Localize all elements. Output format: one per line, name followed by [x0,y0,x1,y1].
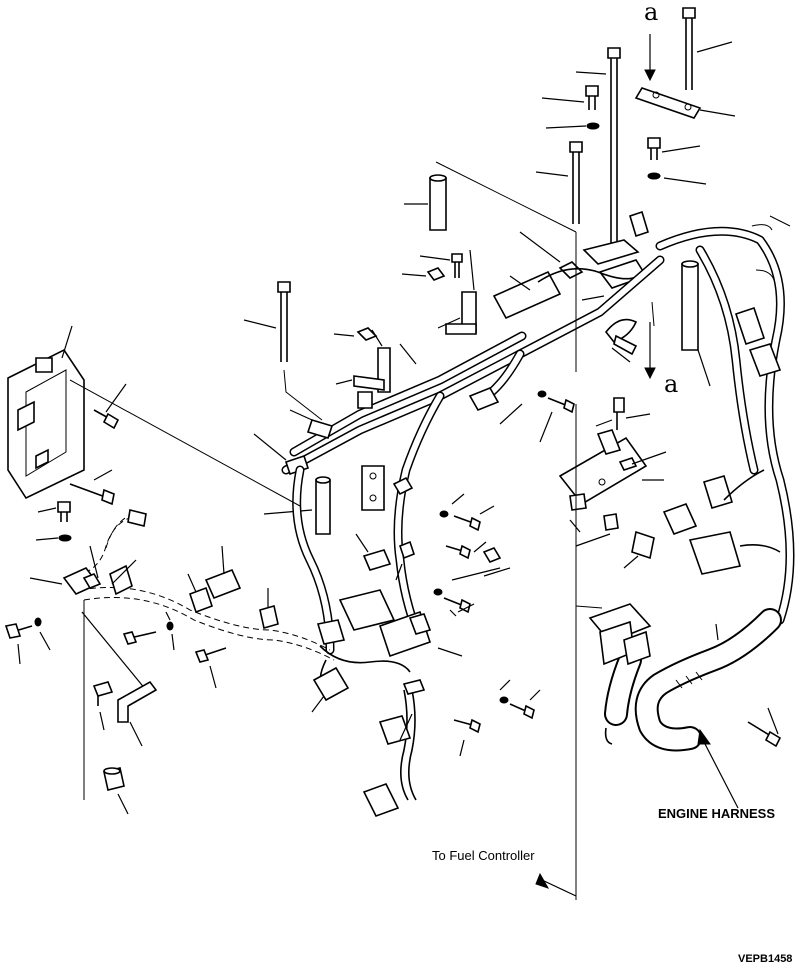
left-harness-loop [29,509,335,691]
bracket-clip-lower-left [92,680,158,747]
bolt-lower-right [715,623,782,748]
bolt-left-bracket [93,383,127,430]
right-connectors [662,306,782,575]
clip-left [109,559,137,596]
clip-bolt-upper [401,249,475,291]
bracket-plate-a [634,34,736,119]
spacer-tube-top [404,174,447,231]
callout-a-top: a [644,0,658,26]
bolt-washer-left-top [35,501,72,542]
bracket-center-tall [361,465,385,511]
harness-center-down [292,349,525,655]
bolts-center-stack [392,476,511,617]
line-to-a-mid [644,322,656,380]
lower-wire-to-connector [362,679,426,817]
l-bracket-upper [437,291,477,335]
bolt-small-right [647,137,707,185]
bolt-small-washer [541,85,600,130]
lower-center-assembly [311,533,463,713]
clip-and-spacer-mid-left [187,545,279,630]
tag-plate [492,270,562,320]
clip-bracket-center [253,409,334,476]
top-bolt-cluster [535,7,736,248]
engine-harness-thick [604,608,782,752]
spacer-tube-center [263,476,331,535]
bolt-horizontal-left [69,469,115,506]
drawing-code: VEPB1458 [738,953,792,964]
bolt-long-top-right [682,7,733,90]
main-harness-right-loop [655,215,795,625]
spacer-center-small [357,343,417,409]
small-spacer-right [623,530,655,569]
bolt-medium [575,47,621,248]
engine-connector [588,603,652,666]
label-to-fuel-controller: To Fuel Controller [432,848,535,863]
label-engine-harness: ENGINE HARNESS [658,806,775,821]
small-nut-upper-left [333,327,378,341]
long-bolt-left [243,281,323,421]
center-mount-plate [558,397,667,547]
spacer-lower-left [103,767,129,815]
bolt-long-left [535,141,583,224]
connector-block-top [519,210,649,301]
bolts-left-lower [4,611,227,689]
callout-a-mid: a [664,370,678,398]
reference-lines [435,161,739,900]
bolt-washer-right-center [537,390,575,443]
left-bracket-box [7,325,301,507]
spacer-tube-right [681,260,711,387]
bracket-upright [335,329,391,393]
bolt-washer-lower-right [453,679,541,757]
cable-clip-upper [604,301,655,363]
